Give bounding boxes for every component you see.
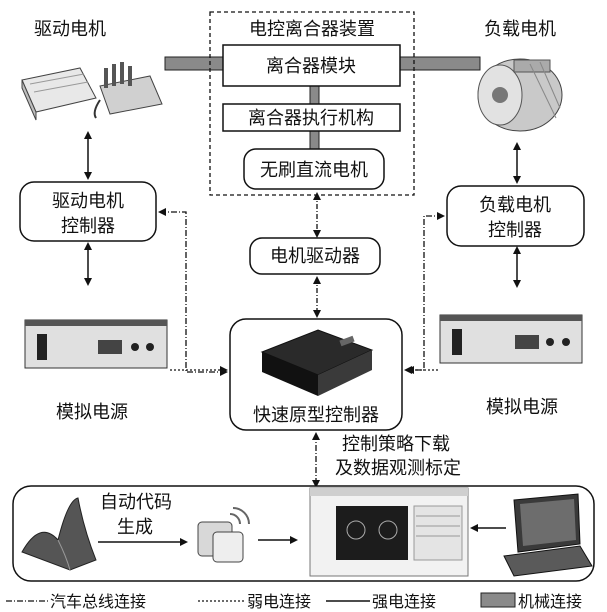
drive-motor-photo: [21, 62, 163, 121]
calibration-software-screenshot: [309, 487, 469, 577]
clutch-module-label: 离合器模块: [266, 56, 356, 77]
download-label-line2: 及数据观测标定: [335, 458, 461, 479]
legend-can-label: 汽车总线连接: [50, 592, 146, 611]
clutch-device-title: 电控离合器装置: [249, 19, 375, 40]
drive-controller-label-line1: 驱动电机: [52, 191, 124, 212]
download-label-line1: 控制策略下载: [342, 434, 450, 455]
clutch-module-box[interactable]: [222, 44, 401, 87]
bldc-motor-label: 无刷直流电机: [260, 160, 368, 181]
code-generation-icon: [197, 507, 250, 563]
drive-motor-controller-box[interactable]: [19, 181, 157, 242]
rcp-controller-label: 快速原型控制器: [253, 405, 379, 426]
rapid-prototype-controller-photo: [260, 329, 374, 396]
load-controller-label-line2: 控制器: [488, 220, 542, 241]
legend-mechanical-swatch: [480, 592, 516, 608]
bldc-motor-box[interactable]: [243, 148, 385, 190]
legend: 汽车总线连接 弱电连接 强电连接 机械连接: [6, 592, 582, 611]
legend-weak-label: 弱电连接: [247, 592, 311, 611]
sim-power-right-label: 模拟电源: [486, 397, 558, 418]
power-supply-photo-left: [24, 319, 168, 369]
load-motor-title: 负载电机: [484, 19, 556, 40]
power-supply-photo-right: [439, 314, 583, 364]
clutch-actuator-box[interactable]: [222, 103, 401, 132]
mechanical-link-actuator-bldc: [309, 130, 320, 150]
sim-power-left-label: 模拟电源: [56, 402, 128, 423]
motor-driver-label: 电机驱动器: [270, 246, 360, 267]
clutch-device-enclosure: [209, 11, 415, 196]
can-link-loadctrl-rcp: [404, 212, 445, 374]
legend-mechanical-label: 机械连接: [518, 592, 582, 611]
mechanical-link-module-actuator: [309, 85, 320, 105]
mechanical-shaft-right: [399, 56, 481, 71]
motor-driver-box[interactable]: [249, 237, 381, 275]
legend-strong-label: 强电连接: [372, 592, 436, 611]
drive-controller-label-line2: 控制器: [61, 216, 115, 237]
mechanical-shaft-left: [164, 56, 224, 71]
laptop-photo: [503, 493, 593, 577]
autocode-label-line2: 生成: [117, 517, 153, 538]
autocode-label-line1: 自动代码: [100, 492, 172, 513]
load-controller-label-line1: 负载电机: [479, 195, 551, 216]
drive-motor-title: 驱动电机: [34, 19, 106, 40]
clutch-actuator-label: 离合器执行机构: [248, 108, 374, 129]
can-link-drivectrl-rcp: [158, 208, 228, 376]
load-motor-photo: [477, 58, 563, 132]
matlab-logo: [21, 497, 97, 571]
